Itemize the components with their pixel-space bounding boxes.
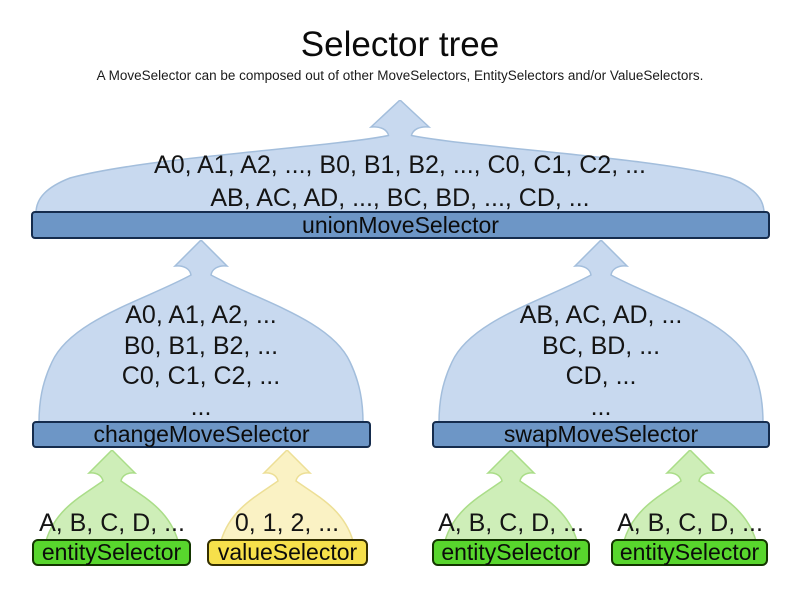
entity-selector-bar-3: entitySelector	[611, 539, 768, 566]
value-items: 0, 1, 2, ...	[193, 510, 381, 536]
entity2-cloud-arrow-icon	[444, 450, 578, 541]
entity-selector-bar-1: entitySelector	[32, 539, 191, 566]
change-items: A0, A1, A2, ... B0, B1, B2, ... C0, C1, …	[31, 300, 371, 422]
union-move-selector-bar: unionMoveSelector	[31, 211, 770, 239]
change-items-line: ...	[190, 392, 212, 421]
swap-items-line: ...	[590, 392, 612, 421]
entity1-cloud-arrow-icon	[45, 450, 179, 541]
value-selector-bar: valueSelector	[207, 539, 368, 566]
entity-selector-bar-2: entitySelector	[432, 539, 590, 566]
swap-items-line: CD, ...	[565, 362, 637, 390]
value-items-line: 0, 1, 2, ...	[234, 509, 340, 537]
change-items-line: B0, B1, B2, ...	[123, 331, 279, 360]
entity3-cloud-arrow-icon	[623, 450, 757, 541]
swap-items: AB, AC, AD, ... BC, BD, ... CD, ... ...	[431, 300, 771, 422]
swap-items-line: BC, BD, ...	[541, 331, 661, 360]
entity1-items-line: A, B, C, D, ...	[39, 509, 185, 537]
union-items-line: AB, AC, AD, ..., BC, BD, ..., CD, ...	[210, 184, 590, 212]
swap-items-line: AB, AC, AD, ...	[519, 301, 683, 329]
change-items-line: A0, A1, A2, ...	[125, 301, 277, 329]
swap-cloud-arrow-icon	[438, 240, 764, 423]
entity2-items: A, B, C, D, ...	[417, 510, 605, 536]
change-cloud-arrow-icon	[38, 240, 364, 423]
union-items-line: A0, A1, A2, ..., B0, B1, B2, ..., C0, C1…	[154, 151, 646, 179]
entity3-items-line: A, B, C, D, ...	[617, 509, 763, 537]
union-cloud-arrow-icon	[35, 100, 765, 213]
union-items: A0, A1, A2, ..., B0, B1, B2, ..., C0, C1…	[30, 149, 770, 215]
entity3-items: A, B, C, D, ...	[596, 510, 784, 536]
swap-move-selector-bar: swapMoveSelector	[432, 421, 770, 448]
change-items-line: C0, C1, C2, ...	[121, 362, 281, 390]
page-title: Selector tree	[300, 25, 500, 64]
subtitle: A MoveSelector can be composed out of ot…	[96, 68, 704, 83]
entity2-items-line: A, B, C, D, ...	[438, 509, 584, 537]
entity1-items: A, B, C, D, ...	[18, 510, 206, 536]
change-move-selector-bar: changeMoveSelector	[32, 421, 371, 448]
value-cloud-arrow-icon	[220, 450, 354, 541]
